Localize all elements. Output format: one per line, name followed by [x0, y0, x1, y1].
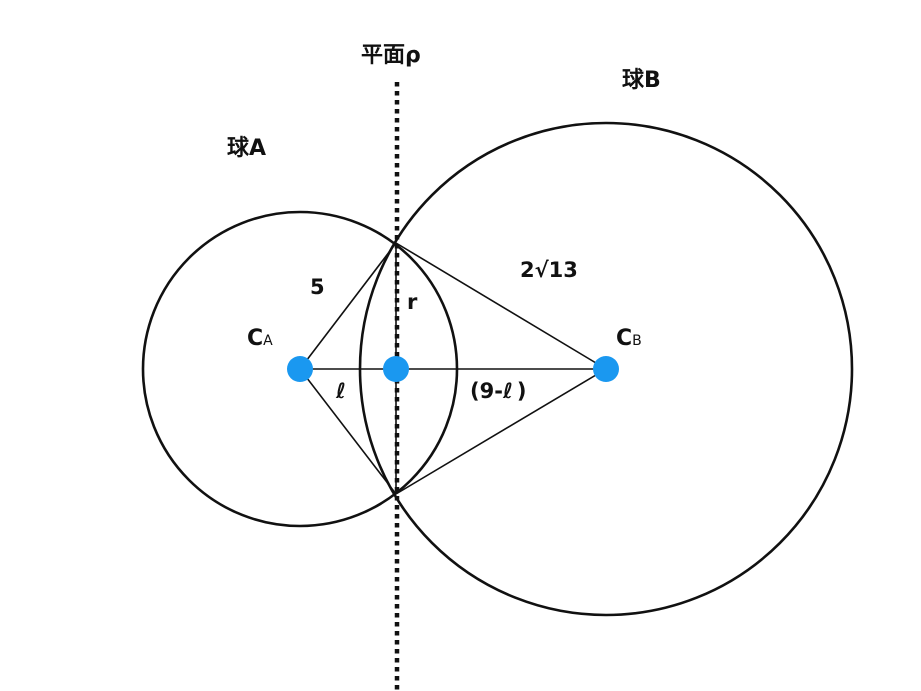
r-label: r [407, 290, 418, 314]
center-b-label-sub: B [632, 333, 642, 349]
nine-minus-ell-label: (9-ℓ) [470, 379, 526, 403]
center-a-point [287, 356, 313, 382]
nine-minus-ell-close: ) [517, 379, 527, 403]
center-b-label: CB [616, 326, 642, 351]
center-a-label-main: C [247, 326, 263, 351]
radius-a-lower [299, 368, 397, 495]
radius-a-upper [299, 242, 397, 370]
ell-label: ℓ [335, 379, 346, 403]
center-b-point [593, 356, 619, 382]
center-a-label: CA [247, 326, 273, 351]
radius-a-label: 5 [310, 275, 325, 299]
center-b-label-main: C [616, 326, 632, 351]
sphere-a-label: 球A [227, 136, 266, 161]
center-a-label-sub: A [263, 333, 273, 349]
sphere-b-label: 球B [622, 68, 661, 93]
nine-minus-ell-open: (9- [470, 379, 503, 403]
radius-b-label: 2√13 [520, 258, 578, 282]
radius-b-upper [395, 242, 607, 370]
intersection-center-point [383, 356, 409, 382]
radius-b-lower [395, 368, 607, 495]
plane-label: 平面ρ [361, 43, 421, 68]
nine-minus-ell-ell: ℓ [502, 379, 513, 403]
